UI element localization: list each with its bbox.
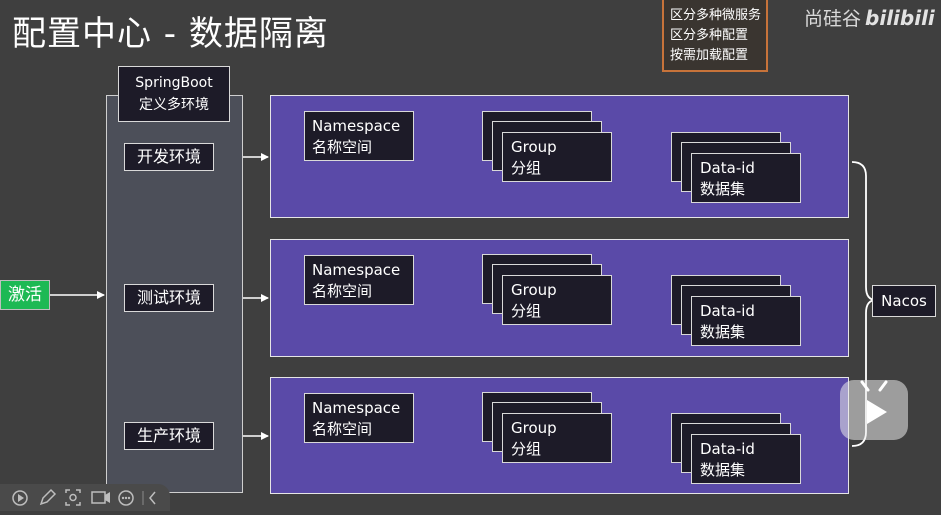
- namespace-node: Namespace 名称空间: [304, 111, 414, 161]
- namespace-label: Namespace: [312, 261, 401, 279]
- group-node: Group 分组: [502, 413, 612, 463]
- note-line: 区分多种配置: [670, 28, 749, 43]
- group-label: Group: [511, 281, 557, 299]
- pen-icon[interactable]: [39, 488, 57, 506]
- play-icon[interactable]: [12, 490, 28, 506]
- dataid-node: Data-id 数据集: [691, 434, 801, 484]
- video-play-icon[interactable]: [840, 380, 908, 440]
- toolbar-icons: [12, 488, 156, 506]
- group-sublabel: 分组: [511, 159, 542, 177]
- group-label: Group: [511, 138, 557, 156]
- namespace-sublabel: 名称空间: [312, 420, 373, 438]
- activate-node: 激活: [0, 280, 50, 310]
- video-play-icon-graphic: [860, 380, 888, 424]
- dataid-label: Data-id: [700, 159, 755, 177]
- note-line: 区分多种微服务: [670, 8, 762, 23]
- namespace-node: Namespace 名称空间: [304, 393, 414, 443]
- presentation-toolbar: [0, 484, 170, 511]
- env-prod-node: 生产环境: [124, 422, 214, 450]
- env-test-node: 测试环境: [124, 284, 214, 312]
- more-icon[interactable]: [118, 490, 134, 506]
- bilibili-logo-icon: bilibili: [865, 6, 935, 30]
- camera-icon[interactable]: [91, 491, 110, 504]
- group-node: Group 分组: [502, 275, 612, 325]
- dataid-sublabel: 数据集: [700, 461, 746, 479]
- env-dev-node: 开发环境: [124, 143, 214, 171]
- group-sublabel: 分组: [511, 440, 542, 458]
- dataid-node: Data-id 数据集: [691, 153, 801, 203]
- dataid-label: Data-id: [700, 440, 755, 458]
- springboot-line2: 定义多环境: [139, 97, 209, 113]
- group-label: Group: [511, 419, 557, 437]
- namespace-sublabel: 名称空间: [312, 138, 373, 156]
- back-icon[interactable]: [142, 491, 156, 505]
- dataid-sublabel: 数据集: [700, 323, 746, 341]
- group-sublabel: 分组: [511, 302, 542, 320]
- dataid-sublabel: 数据集: [700, 180, 746, 198]
- note-line: 按需加载配置: [670, 48, 749, 63]
- namespace-sublabel: 名称空间: [312, 282, 373, 300]
- brand-name: 尚硅谷: [804, 8, 862, 30]
- nacos-node: Nacos: [872, 285, 936, 317]
- dataid-node: Data-id 数据集: [691, 296, 801, 346]
- group-node: Group 分组: [502, 132, 612, 182]
- springboot-line1: SpringBoot: [135, 75, 213, 91]
- dataid-label: Data-id: [700, 302, 755, 320]
- namespace-node: Namespace 名称空间: [304, 255, 414, 305]
- namespace-label: Namespace: [312, 399, 401, 417]
- springboot-node: SpringBoot 定义多环境: [118, 66, 230, 122]
- page-title: 配置中心 - 数据隔离: [12, 14, 329, 54]
- scan-icon[interactable]: [65, 489, 81, 506]
- note-box: 区分多种微服务 区分多种配置 按需加载配置: [662, 0, 768, 72]
- namespace-label: Namespace: [312, 117, 401, 135]
